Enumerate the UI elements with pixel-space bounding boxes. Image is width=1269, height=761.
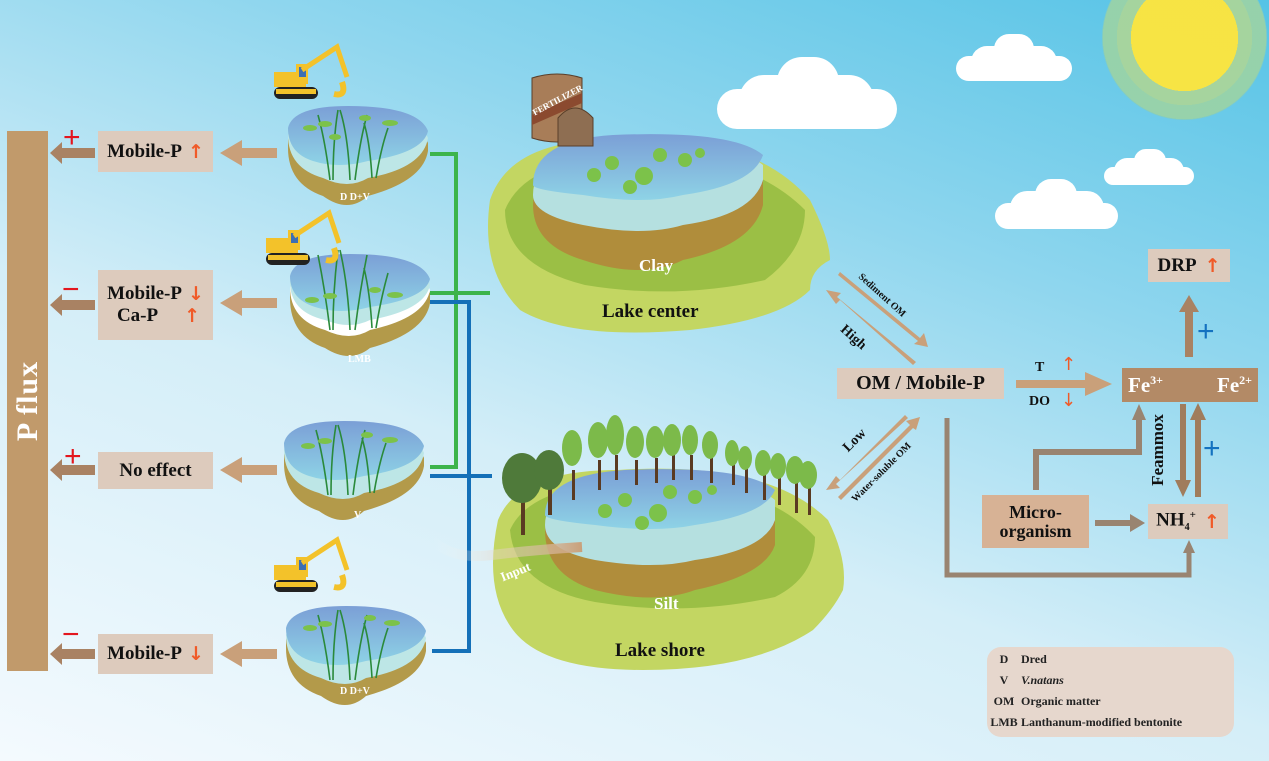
- high-arrow: [826, 290, 916, 365]
- sediment-silt-label: Silt: [654, 594, 679, 613]
- fertilizer-bag-icon: [531, 73, 594, 147]
- om-to-fe-arrow: [1016, 372, 1112, 396]
- lake-shore-illustration: [428, 468, 844, 670]
- cloud-icon: [1104, 149, 1194, 185]
- minus-sign: −: [62, 618, 80, 651]
- up-arrow-icon: ↑: [1204, 254, 1221, 277]
- iron-reduction-box: Fe3+ Fe2+: [1122, 368, 1258, 402]
- temperature-label: T: [1035, 360, 1045, 375]
- cloud-icon: [995, 179, 1118, 229]
- flux-arrow: [50, 459, 95, 481]
- low-arrow: [826, 415, 908, 490]
- pond-arrow: [220, 290, 277, 316]
- microorganism-box: Micro- organism: [982, 495, 1089, 548]
- excavator-icon: [274, 536, 350, 592]
- om-to-nh4-arrowhead: [1183, 540, 1195, 553]
- pond-to-box-arrows: [220, 140, 277, 667]
- micro-to-nh4-arrow: [1095, 514, 1145, 532]
- pond-2: [290, 254, 430, 356]
- outcome-box-2: Mobile-P↓ Ca-P↑: [98, 270, 213, 340]
- om-to-nh4-line: [944, 418, 1192, 578]
- plus-sign: +: [1197, 315, 1215, 348]
- excavator-icon: [274, 43, 350, 99]
- minus-sign: −: [62, 273, 80, 306]
- lake-shore-label: Lake shore: [615, 640, 705, 661]
- exchange-arrows: [826, 272, 928, 500]
- lake-center-label: Lake center: [602, 301, 699, 322]
- lake-center-illustration: [488, 134, 830, 333]
- outcome-box-3: No effect: [98, 452, 213, 489]
- ammonium-box: NH4+ ↑: [1148, 504, 1228, 539]
- cloud-icon: [956, 34, 1072, 81]
- trees: [502, 415, 817, 535]
- outcome-box-4: Mobile-P ↓: [98, 634, 213, 674]
- up-arrow-icon: ↑: [188, 140, 204, 163]
- up-arrow-icon: ↑: [184, 305, 201, 327]
- pond-label: D D+V: [340, 686, 370, 697]
- blue-bracket: [430, 300, 492, 653]
- pond-arrow: [220, 457, 277, 483]
- plus-sign: +: [63, 121, 81, 154]
- micro-to-fe-line: [1033, 420, 1142, 490]
- green-bracket: [430, 152, 490, 469]
- pond-4: [286, 606, 426, 705]
- flux-arrow: [50, 142, 95, 164]
- water-soluble-om-arrow: [838, 417, 920, 500]
- sediment-om-arrow: [838, 272, 928, 347]
- plus-sign: +: [64, 440, 82, 473]
- pond-label: V: [354, 510, 362, 521]
- outcome-box-1: Mobile-P ↑: [98, 131, 213, 172]
- down-arrow-icon: ↓: [188, 643, 204, 665]
- pond-label: LMB: [348, 354, 371, 365]
- up-arrow-icon: ↑: [1203, 510, 1220, 533]
- plus-sign: +: [1203, 432, 1221, 465]
- dissolved-oxygen-label: DO: [1029, 394, 1050, 409]
- feammox-down-arrow: [1175, 404, 1191, 497]
- pond-arrow: [220, 641, 277, 667]
- feammox-up-arrow: [1190, 403, 1206, 497]
- om-mobile-p-box: OM / Mobile-P: [837, 368, 1004, 399]
- cloud-icon: [717, 57, 897, 129]
- micro-to-fe-arrowhead: [1132, 404, 1146, 420]
- pond-3: [284, 421, 424, 520]
- down-arrow-icon: ↓: [1061, 390, 1077, 411]
- flux-arrow: [50, 294, 95, 316]
- p-flux-bar: P flux: [7, 131, 48, 671]
- fe-to-drp-arrow: [1179, 295, 1199, 357]
- flux-arrow: [50, 643, 95, 665]
- excavator-icon: [266, 209, 342, 265]
- drp-box: DRP ↑: [1148, 249, 1230, 282]
- lily-pads: [301, 115, 403, 631]
- sediment-clay-label: Clay: [639, 256, 673, 275]
- up-arrow-icon: ↑: [1061, 354, 1077, 375]
- vallisneria-plants: [315, 109, 389, 681]
- flux-arrows: [50, 142, 95, 665]
- down-arrow-icon: ↓: [188, 283, 204, 305]
- pond-label: D D+V: [340, 192, 370, 203]
- feammox-label: Feammox: [1147, 414, 1167, 486]
- pond-arrow: [220, 140, 277, 166]
